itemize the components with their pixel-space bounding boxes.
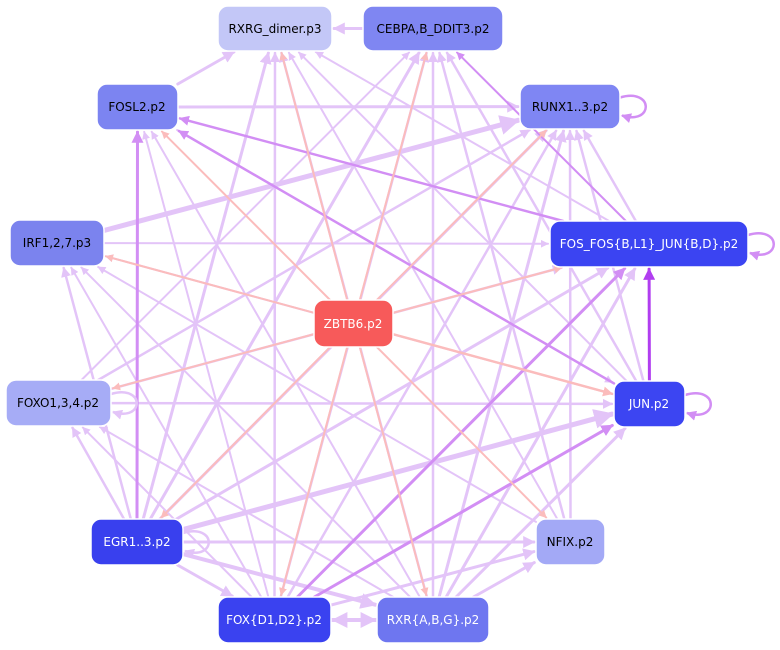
node-fosl2[interactable]: FOSL2.p2 bbox=[96, 83, 179, 131]
node-layer: RXRG_dimer.p3 CEBPA,B_DDIT3.p2 FOSL2.p2 … bbox=[5, 5, 749, 644]
node-label: FOX{D1,D2}.p2 bbox=[226, 613, 322, 627]
node-label: FOS_FOS{B,L1}_JUN{B,D}.p2 bbox=[560, 237, 739, 251]
edge-egr-to-rxrg bbox=[141, 51, 272, 521]
node-label: RXR{A,B,G}.p2 bbox=[387, 613, 480, 627]
edge-zbtb6-to-irf bbox=[104, 254, 315, 314]
edge-rxrabg-to-nfix bbox=[472, 561, 536, 599]
edge-egr-to-cebpa bbox=[148, 51, 421, 521]
self-loop-foxo bbox=[110, 391, 138, 420]
node-cebpa-ddit3[interactable]: CEBPA,B_DDIT3.p2 bbox=[362, 5, 504, 52]
edge-zbtb6-to-rxrabg bbox=[358, 346, 429, 597]
edge-zbtb6-to-nfix bbox=[375, 346, 548, 519]
edge-egr-to-fosfos bbox=[175, 266, 610, 521]
self-loop-fosfos bbox=[747, 232, 775, 261]
node-jun[interactable]: JUN.p2 bbox=[613, 380, 686, 428]
edge-egr-to-foxo bbox=[71, 426, 126, 521]
edge-foxo-to-jun bbox=[109, 398, 614, 409]
edge-zbtb6-to-fosfos bbox=[392, 265, 563, 314]
node-label: RUNX1..3.p2 bbox=[532, 100, 608, 114]
node-label: FOSL2.p2 bbox=[108, 100, 165, 114]
edge-foxd-to-irf bbox=[70, 266, 263, 598]
edge-nfix-to-irf bbox=[97, 266, 537, 523]
node-label: ZBTB6.p2 bbox=[324, 317, 383, 331]
edge-irf-to-fosfos bbox=[103, 239, 549, 248]
node-egr[interactable]: EGR1..3.p2 bbox=[90, 518, 184, 566]
edge-jun-to-fosl2 bbox=[177, 129, 616, 385]
edge-nfix-to-rxrg bbox=[287, 51, 559, 520]
node-runx[interactable]: RUNX1..3.p2 bbox=[519, 83, 621, 130]
edge-zbtb6-to-cebpa bbox=[358, 51, 429, 301]
node-label: JUN.p2 bbox=[628, 397, 669, 411]
node-label: RXRG_dimer.p3 bbox=[228, 22, 321, 36]
node-foxd[interactable]: FOX{D1,D2}.p2 bbox=[217, 596, 332, 644]
node-rxr-abg[interactable]: RXR{A,B,G}.p2 bbox=[376, 596, 490, 644]
edge-rxrabg-to-foxo bbox=[98, 426, 395, 598]
edge-fosfos-to-runx bbox=[582, 129, 638, 223]
node-label: EGR1..3.p2 bbox=[103, 535, 170, 549]
edge-fosfos-to-fosl2 bbox=[178, 115, 565, 223]
edge-nfix-to-cebpa bbox=[436, 51, 566, 521]
node-zbtb6[interactable]: ZBTB6.p2 bbox=[313, 299, 394, 348]
edge-irf-to-runx bbox=[101, 115, 521, 233]
node-fos-fos-jun[interactable]: FOS_FOS{B,L1}_JUN{B,D}.p2 bbox=[549, 220, 749, 268]
edge-zbtb6-to-jun bbox=[391, 332, 614, 397]
self-loop-jun bbox=[684, 392, 712, 421]
node-irf[interactable]: IRF1,2,7.p3 bbox=[9, 219, 105, 267]
edge-zbtb6-to-foxd bbox=[279, 346, 349, 597]
edge-zbtb6-to-rxrg bbox=[279, 51, 349, 301]
node-label: IRF1,2,7.p3 bbox=[23, 236, 91, 250]
node-nfix[interactable]: NFIX.p2 bbox=[535, 518, 606, 566]
node-foxo[interactable]: FOXO1,3,4.p2 bbox=[5, 379, 112, 427]
edge-foxo-to-runx bbox=[96, 128, 531, 382]
node-label: NFIX.p2 bbox=[547, 535, 594, 549]
edge-fosl2-to-rxrg bbox=[176, 50, 236, 86]
edge-egr-to-foxd bbox=[176, 563, 234, 598]
edge-egr-to-rxrabg bbox=[181, 552, 378, 609]
edge-foxd-to-rxrg bbox=[269, 51, 280, 599]
self-loop-runx bbox=[619, 94, 647, 123]
edge-zbtb6-to-fosl2 bbox=[160, 130, 332, 301]
node-label: CEBPA,B_DDIT3.p2 bbox=[377, 22, 490, 36]
edge-zbtb6-to-egr bbox=[160, 346, 332, 519]
node-rxrg-dimer[interactable]: RXRG_dimer.p3 bbox=[217, 5, 333, 52]
edge-foxd-to-jun bbox=[312, 423, 614, 599]
edge-zbtb6-to-foxo bbox=[111, 333, 315, 391]
self-loop-egr bbox=[182, 530, 210, 559]
edge-egr-to-fosl2 bbox=[131, 130, 144, 521]
edge-zbtb6-to-runx bbox=[375, 129, 548, 301]
edge-foxd-to-runx bbox=[286, 129, 558, 599]
node-label: FOXO1,3,4.p2 bbox=[17, 396, 99, 410]
